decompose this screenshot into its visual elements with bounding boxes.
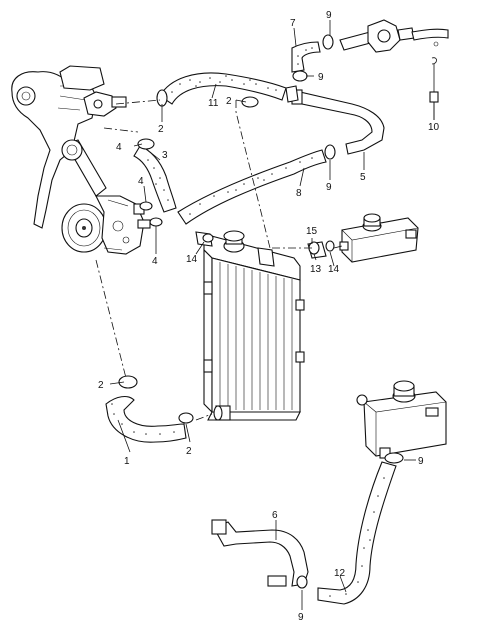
assembly-lines [95, 99, 343, 421]
hose-11 [159, 72, 287, 105]
callout-6: 6 [272, 510, 278, 521]
callout-14-right: 14 [328, 264, 340, 275]
callout-3: 3 [162, 150, 168, 161]
callout-1: 1 [124, 456, 130, 467]
callout-5: 5 [360, 172, 366, 183]
hose-3 [133, 145, 177, 213]
expansion-tank-small-drawing [339, 213, 419, 263]
hose-1 [105, 395, 187, 443]
thermostat-valve-drawing [339, 19, 449, 53]
callout-2-lower: 2 [186, 446, 192, 457]
radiator-drawing [195, 230, 305, 421]
hose-connector-2 [285, 85, 299, 103]
hose-12 [317, 461, 397, 605]
callout-9-top: 9 [326, 10, 332, 21]
callout-4-mid: 4 [138, 176, 144, 187]
callout-9-right: 9 [418, 456, 424, 467]
callout-9-upper: 9 [318, 72, 324, 83]
pipe-5 [291, 89, 385, 155]
hose-clamps [118, 34, 404, 589]
engine-block-drawing [11, 65, 151, 255]
callout-2-upper: 2 [158, 124, 164, 135]
hose-texture [111, 47, 385, 597]
callout-13: 13 [310, 264, 322, 275]
callout-9-bottom: 9 [298, 612, 304, 623]
callout-2-top: 2 [226, 96, 232, 107]
callout-11: 11 [208, 98, 219, 109]
hose-7 [291, 41, 321, 73]
callout-15: 15 [306, 226, 318, 237]
callout-labels: 1 2 2 2 2 3 4 4 4 5 6 7 8 9 9 9 9 9 10 1… [98, 10, 440, 623]
callout-8: 8 [296, 188, 302, 199]
callout-9-mid: 9 [326, 182, 332, 193]
callout-2-lower-left: 2 [98, 380, 104, 391]
callout-14-left: 14 [186, 254, 198, 265]
callout-12: 12 [334, 568, 346, 579]
callout-4-lower: 4 [152, 256, 158, 267]
callout-7: 7 [290, 18, 296, 29]
callout-10: 10 [428, 122, 440, 133]
expansion-tank-large-drawing [356, 380, 447, 459]
hose-8 [177, 149, 327, 225]
pipe-6 [211, 519, 309, 587]
leader-lines [109, 20, 435, 610]
callout-4-upper: 4 [116, 142, 122, 153]
